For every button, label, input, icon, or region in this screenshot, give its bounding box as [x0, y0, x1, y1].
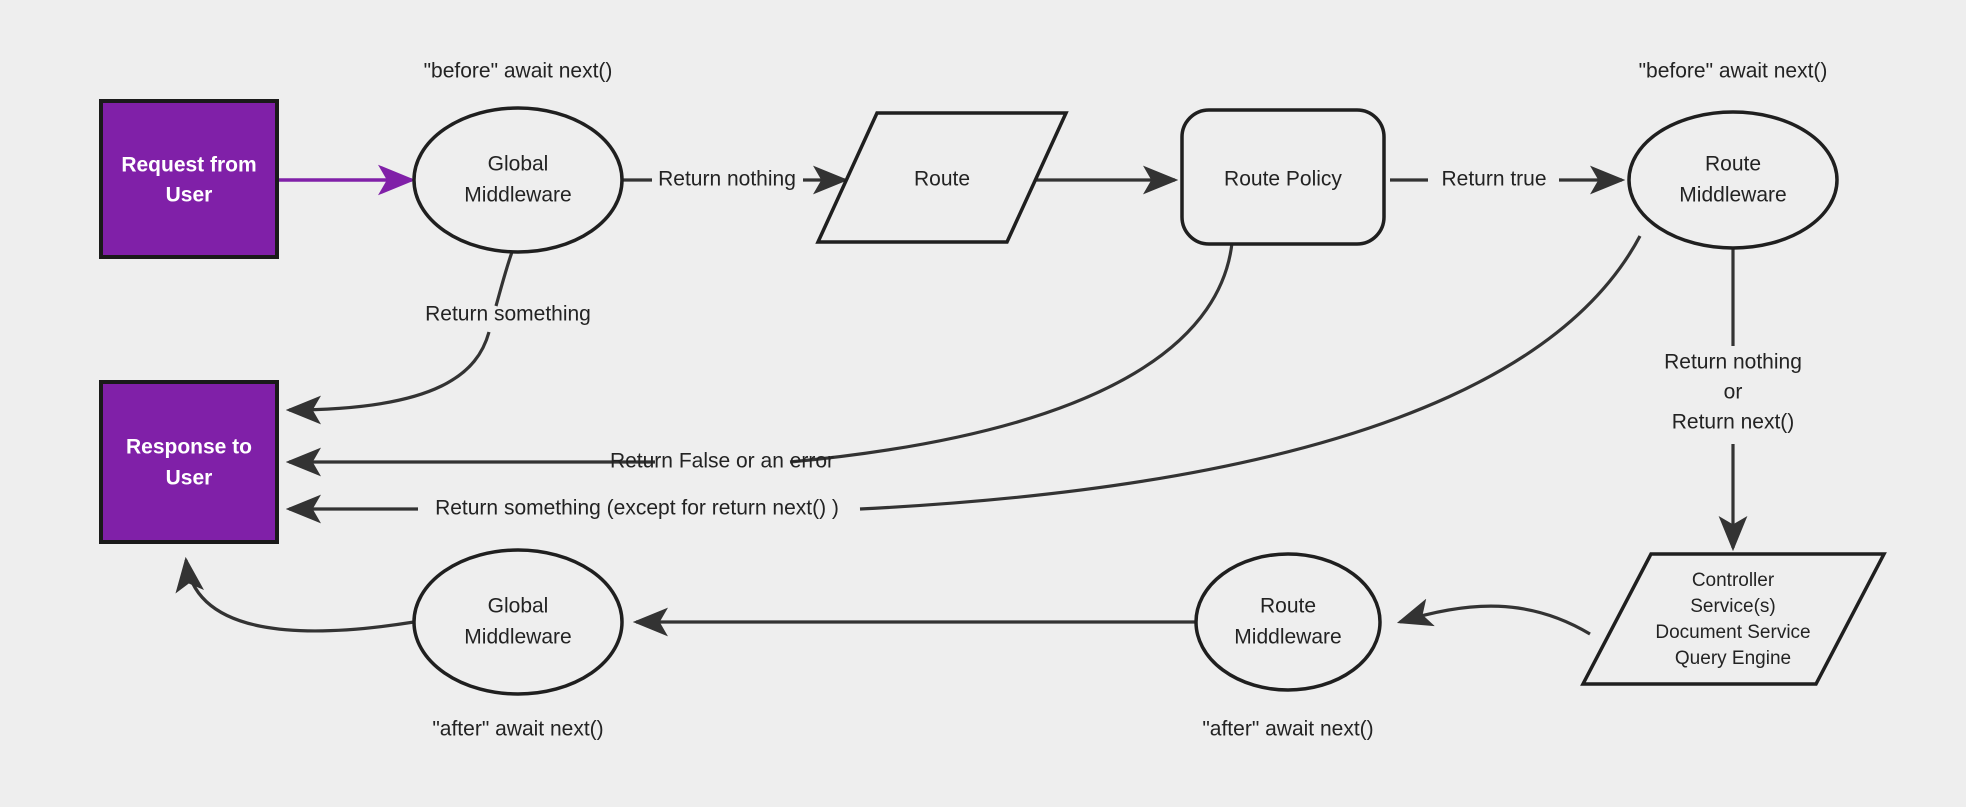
node-response-to-user[interactable]: [99, 380, 279, 544]
annotation-after-route-middleware: "after" await next(): [1202, 718, 1373, 741]
edge-label-return-nothing-or-next-line3: Return next(): [1672, 411, 1795, 434]
edge-route-middleware-return-something: [859, 235, 1642, 511]
node-route-middleware-before[interactable]: [1627, 110, 1839, 250]
edge-label-return-something-except-next: Return something (except for return next…: [435, 497, 839, 520]
node-request-from-user[interactable]: [99, 99, 279, 259]
edge-controller-to-route-middleware-after: [1396, 598, 1591, 636]
edge-route-policy-return-false: [789, 242, 1234, 464]
annotation-before-route-middleware: "before" await next(): [1639, 60, 1828, 83]
edge-global-middleware-return-something-tail: [285, 331, 491, 425]
node-controller-stack-line3: Document Service: [1655, 622, 1810, 643]
node-request-from-user-line1: Request from: [121, 154, 256, 177]
edge-label-return-nothing: Return nothing: [658, 168, 796, 191]
node-route-middleware-after-line1: Route: [1260, 595, 1316, 618]
annotation-before-global-middleware: "before" await next(): [424, 60, 613, 83]
node-global-middleware-before[interactable]: [412, 106, 624, 254]
node-route-middleware-after-line2: Middleware: [1234, 626, 1341, 649]
node-response-to-user-line2: User: [166, 467, 213, 490]
edge-label-return-nothing-or-next-line2: or: [1724, 381, 1743, 404]
node-route-label: Route: [914, 168, 970, 191]
edge-global-middleware-after-to-response: [175, 556, 415, 633]
node-global-middleware-after-line2: Middleware: [464, 626, 571, 649]
node-route-policy-label: Route Policy: [1224, 168, 1342, 191]
node-route-middleware-after[interactable]: [1194, 552, 1382, 692]
edge-global-middleware-return-something: [494, 251, 514, 307]
node-global-middleware-after-line1: Global: [488, 595, 549, 618]
node-route[interactable]: [815, 111, 1069, 244]
node-global-middleware-before-line1: Global: [488, 153, 549, 176]
edge-label-return-true: Return true: [1441, 168, 1546, 191]
edge-label-return-nothing-or-next-line1: Return nothing: [1664, 351, 1802, 374]
node-controller-stack-line2: Service(s): [1690, 596, 1776, 617]
node-route-middleware-before-line2: Middleware: [1679, 184, 1786, 207]
edge-label-return-false-or-error: Return False or an error: [610, 450, 834, 473]
node-controller-stack-line1: Controller: [1692, 570, 1775, 591]
node-global-middleware-before-line2: Middleware: [464, 184, 571, 207]
node-controller-stack[interactable]: [1580, 552, 1887, 686]
node-route-policy[interactable]: [1180, 108, 1386, 246]
node-response-to-user-line1: Response to: [126, 436, 252, 459]
annotation-after-global-middleware: "after" await next(): [432, 718, 603, 741]
edge-label-return-something: Return something: [425, 303, 591, 326]
node-global-middleware-after[interactable]: [412, 548, 624, 696]
node-controller-stack-line4: Query Engine: [1675, 648, 1791, 669]
node-request-from-user-line2: User: [166, 184, 213, 207]
node-route-middleware-before-line1: Route: [1705, 153, 1761, 176]
